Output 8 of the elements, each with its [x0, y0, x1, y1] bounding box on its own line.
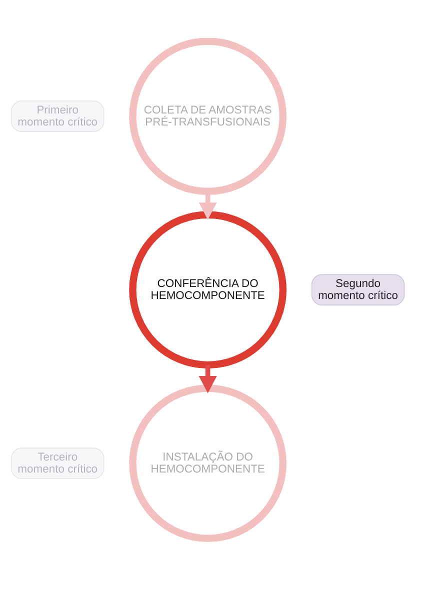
- node-circle: CONFERÊNCIA DO HEMOCOMPONENTE: [129, 211, 287, 369]
- node-circle: INSTALAÇÃO DO HEMOCOMPONENTE: [129, 384, 287, 542]
- arrow: [198, 365, 217, 394]
- node-box: Primeiro momento crítico: [11, 100, 104, 132]
- node-box: Segundo momento crítico: [311, 274, 405, 306]
- node-circle: COLETA DE AMOSTRAS PRÉ-TRANSFUSIONAIS: [129, 38, 287, 196]
- node-box: Terceiro momento crítico: [11, 448, 104, 479]
- arrow: [198, 192, 217, 220]
